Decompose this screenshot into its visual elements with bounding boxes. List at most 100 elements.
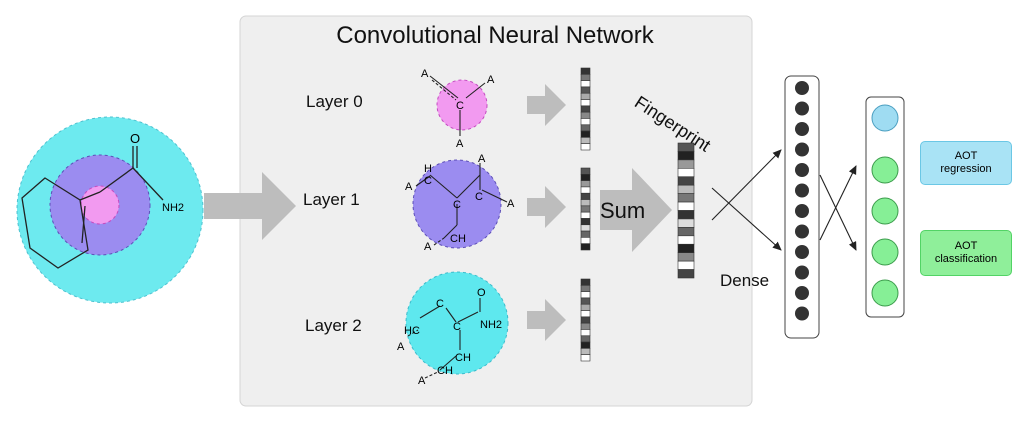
vector-cell (580, 297, 591, 305)
vector-cell (580, 118, 591, 126)
vector-cell (580, 199, 591, 207)
vector-cell (677, 184, 695, 194)
vector-cell (580, 316, 591, 324)
vector-cell (677, 252, 695, 262)
vector-cell (580, 278, 591, 286)
dense-to-output-arrows (819, 165, 857, 251)
dense-node (795, 204, 809, 218)
vector-cell (677, 269, 695, 279)
vector-cell (677, 193, 695, 203)
vector-cell (580, 111, 591, 119)
dense-node (795, 101, 809, 116)
layer0-fragment: A A C A (421, 68, 495, 150)
svg-text:A: A (507, 198, 515, 210)
vector-cell (677, 168, 695, 178)
vector-cell (580, 310, 591, 318)
svg-text:C: C (453, 321, 461, 333)
vector-cell (677, 159, 695, 169)
svg-text:HC: HC (404, 325, 420, 337)
vector-cell (677, 235, 695, 245)
vector-cell (580, 67, 591, 75)
svg-text:O: O (477, 287, 486, 299)
sum-arrow (600, 168, 672, 252)
vector-cell (580, 237, 591, 244)
svg-text:C: C (475, 191, 483, 203)
vector-cell (580, 167, 591, 175)
vector-cell (580, 80, 591, 88)
fingerprint-vector (677, 142, 695, 279)
svg-text:CH: CH (437, 365, 453, 377)
svg-text:A: A (397, 341, 405, 353)
svg-text:A: A (424, 241, 432, 253)
layer2-arrow (527, 299, 566, 341)
dense-node (795, 265, 809, 280)
vector-cell (580, 130, 591, 138)
vector-cell (580, 105, 591, 113)
vector-cell (580, 205, 591, 213)
svg-text:C: C (453, 199, 461, 211)
dense-node (795, 286, 809, 300)
dense-node (795, 183, 809, 198)
aot-regression-line2: regression (940, 163, 992, 175)
aot-regression-box: AOT regression (920, 141, 1012, 185)
dense-label: Dense (720, 271, 770, 290)
dense-node (795, 245, 809, 259)
sum-label: Sum (600, 198, 646, 223)
vector-cell (580, 143, 591, 151)
svg-text:A: A (405, 181, 413, 193)
oxygen-label: O (130, 131, 140, 146)
vector-cell (580, 348, 591, 355)
vector-cell (580, 186, 591, 194)
svg-text:C: C (456, 100, 464, 112)
amide-label: NH2 (162, 202, 184, 214)
vector-cell (580, 74, 591, 81)
aot-classification-line1: AOT (954, 240, 978, 252)
vector-cell (580, 218, 591, 226)
vector-cell (677, 227, 695, 237)
vector-cell (580, 285, 591, 292)
vector-cell (580, 341, 591, 349)
vector-cell (677, 151, 695, 161)
layer1-fragment: H C A A C A C A CH (405, 153, 515, 253)
input-arrow (204, 172, 296, 240)
svg-text:CH: CH (450, 233, 466, 245)
vector-cell (580, 230, 591, 238)
vector-cell (580, 224, 591, 232)
classification-node-1 (871, 156, 899, 184)
vector-cell (580, 137, 591, 144)
svg-text:C: C (424, 175, 432, 187)
vector-cell (677, 210, 695, 220)
svg-text:A: A (478, 153, 486, 165)
vector-cell (677, 260, 695, 270)
layer-2-label: Layer 2 (305, 316, 362, 335)
vector-cell (580, 174, 591, 181)
vector-cell (677, 243, 695, 253)
svg-text:A: A (418, 375, 426, 387)
vector-cell (580, 99, 591, 107)
dense-node (795, 163, 809, 177)
cnn-title: Convolutional Neural Network (336, 22, 654, 49)
layer-0-label: Layer 0 (306, 92, 363, 111)
svg-text:CH: CH (455, 352, 471, 364)
dense-node (795, 142, 809, 157)
vector-cell (580, 124, 591, 132)
svg-text:NH2: NH2 (480, 319, 502, 331)
layer0-arrow (527, 84, 566, 126)
vector-cell (580, 92, 591, 100)
svg-text:A: A (487, 74, 495, 86)
fingerprint-to-dense-arrows (711, 149, 782, 251)
vector-cell (677, 218, 695, 228)
svg-text:C: C (436, 298, 444, 310)
dense-node (795, 81, 809, 95)
dense-node (795, 306, 809, 321)
vector-cell (580, 211, 591, 219)
vector-cell (580, 335, 591, 343)
regression-node (871, 104, 899, 132)
aot-classification-box: AOT classification (920, 230, 1012, 276)
layer-1-label: Layer 1 (303, 190, 360, 209)
input-molecule: O NH2 (16, 116, 204, 304)
vector-cell (580, 291, 591, 299)
aot-regression-line1: AOT (954, 150, 978, 162)
svg-text:A: A (421, 68, 429, 80)
